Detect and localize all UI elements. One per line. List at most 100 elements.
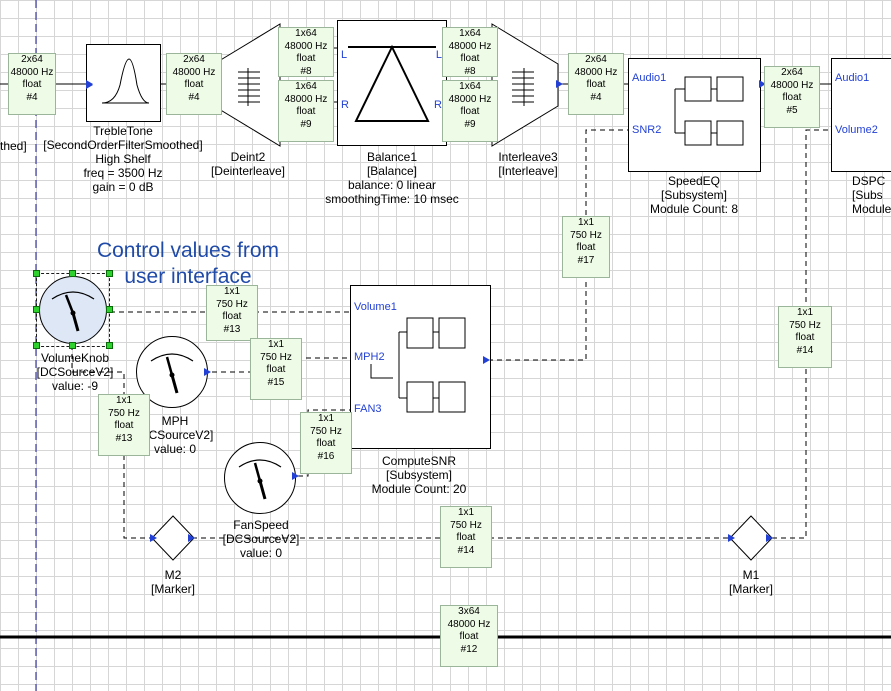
wire-label-line: 750 Hz [310,425,342,437]
m1-marker-block[interactable] [728,514,774,564]
interleave3-block[interactable] [490,22,560,148]
computesnr-pin-mph2[interactable]: MPH2 [354,351,385,363]
selection-handle[interactable] [33,342,40,349]
wire-label-line: 1x1 [457,507,475,518]
trebletone-block[interactable] [86,44,161,122]
selection-handle[interactable] [33,270,40,277]
selection-handle[interactable] [69,342,76,349]
dspc-pin-volume2[interactable]: Volume2 [835,124,878,136]
wire-label-line: #9 [300,118,312,130]
subsystem-icon [674,76,744,146]
trebletone-label: TrebleTone [SecondOrderFilterSmoothed] H… [40,124,206,194]
meter-gauge-icon [51,291,95,332]
wire-label-line: 1x64 [295,28,317,39]
wire-label-line: float [296,106,316,117]
wire-label-line: float [316,438,336,449]
mph-output-arrow[interactable] [204,368,211,376]
dspc-pin-audio1[interactable]: Audio1 [835,72,870,84]
balance1-param-balance: balance: 0 linear [347,178,437,192]
wire-label-line: 3x64 [458,606,480,617]
clipped-block-label: thed] [0,139,27,153]
wire-label-line: 48000 Hz [448,93,492,105]
balance-output-r[interactable]: R [434,99,442,111]
speedeq-block[interactable]: Audio1 SNR2 [628,58,761,172]
wire-label-line: 750 Hz [789,319,821,331]
treble-input-arrow[interactable] [86,80,93,88]
wire-label-line: #8 [464,65,476,77]
m1-type: [Marker] [728,582,773,596]
mph-type: [DCSourceV2] [136,428,214,442]
selection-handle[interactable] [106,342,113,349]
wire-label-line: #8 [300,65,312,77]
balance-input-l[interactable]: L [341,49,348,61]
wire-volume-m2[interactable] [71,345,152,539]
balance-output-l[interactable]: L [435,49,442,61]
balance1-param-smoothing: smoothingTime: 10 msec [325,192,459,206]
trebletone-name: TrebleTone [93,124,153,138]
wire-label-line: #9 [464,118,476,130]
wire-label-line: #5 [786,104,798,116]
annotation-line-2: user interface [124,265,252,288]
fanspeed-block[interactable] [224,442,296,514]
wire-label-line: float [586,79,606,90]
selection-handle[interactable] [33,306,40,313]
balance-input-r[interactable]: R [341,99,349,111]
wire-label-line: float [114,420,134,431]
wire-label-line: 2x64 [183,54,205,65]
selection-handle[interactable] [69,270,76,277]
speedeq-pin-snr2[interactable]: SNR2 [632,124,662,136]
wire-label-line: #14 [457,544,475,556]
speedeq-pin-audio1[interactable]: Audio1 [632,72,667,84]
wire-label-line: float [296,53,316,64]
computesnr-block[interactable]: Volume1 MPH2 FAN3 [350,285,491,449]
wire-label-line: #15 [267,376,285,388]
wire-snr-speedeq[interactable] [488,129,630,361]
computesnr-pin-fan3[interactable]: FAN3 [354,403,382,415]
speedeq-label: SpeedEQ [Subsystem] Module Count: 8 [634,174,754,216]
selection-handle[interactable] [106,306,113,313]
wire-fan-computesnr[interactable] [298,409,350,477]
wire-label-line: 48000 Hz [284,93,328,105]
m2-marker-block[interactable] [150,514,196,564]
speedeq-output-arrow[interactable] [759,80,766,88]
deint2-block[interactable] [212,22,282,148]
dspc-block[interactable]: Audio1 Volume2 [831,58,891,172]
wire-label-line: float [782,92,802,103]
computesnr-output-arrow[interactable] [483,356,490,364]
wire-label-line: 750 Hz [216,298,248,310]
volumeknob-block[interactable] [39,276,107,344]
wire-label-line: 2x64 [781,67,803,78]
wire-label-line: 750 Hz [570,229,602,241]
balance1-block[interactable]: L R L R [337,20,447,146]
wire-label-line: #4 [26,91,38,103]
fanspeed-label: FanSpeed [DCSourceV2] value: 0 [208,518,314,560]
wire-label-line: float [266,364,286,375]
m2-label: M2 [Marker] [136,568,210,596]
wire-label-line: float [184,79,204,90]
interleave3-type: [Interleave] [498,164,558,178]
fanspeed-output-arrow[interactable] [292,472,299,480]
computesnr-pin-volume1[interactable]: Volume1 [354,301,397,313]
balance1-name: Balance1 [366,150,418,164]
selection-handle[interactable] [106,270,113,277]
speedeq-count: Module Count: 8 [649,202,739,216]
interleave-output-arrow[interactable] [556,80,563,88]
volumeknob-type: [DCSourceV2] [36,365,114,379]
dspc-count: Module [852,202,891,216]
